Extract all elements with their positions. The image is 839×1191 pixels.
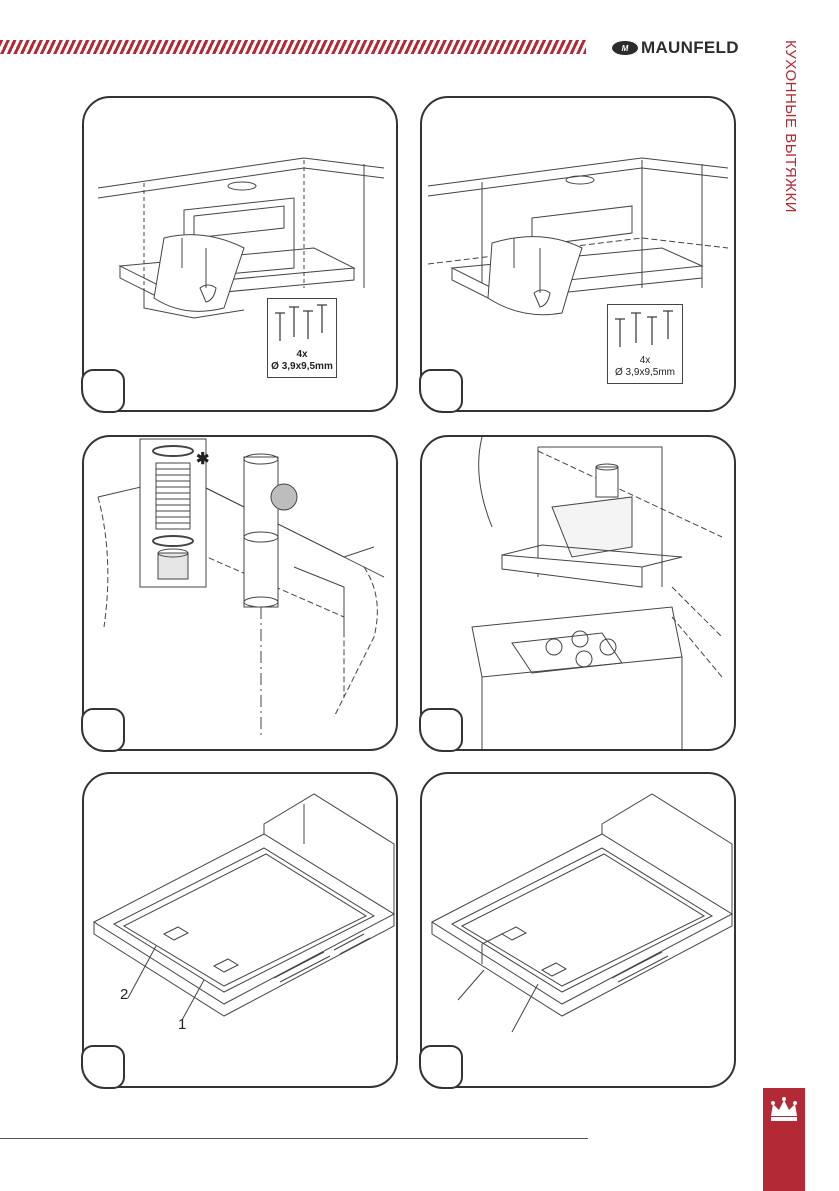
screw-quantity: 4x <box>296 349 308 360</box>
header-hatch-bar <box>0 40 586 54</box>
screws-box-1: 4x Ø 3,9x9,5mm <box>267 298 337 378</box>
brand-mark-icon: M <box>612 41 638 55</box>
screw-quantity: 4x <box>639 355 651 366</box>
note-symbol: ✱ <box>196 451 210 468</box>
panel-installation-2: 4x Ø 3,9x9,5mm <box>419 96 736 413</box>
panel-duct-connection: ✱ <box>81 435 398 752</box>
illustration-installation-2 <box>427 157 729 316</box>
panel-filter-removal: 2 1 <box>81 772 398 1089</box>
screw-icon <box>615 310 673 347</box>
crown-icon <box>771 1097 797 1121</box>
section-title-vertical: КУХОННЫЕ ВЫТЯЖКИ <box>782 40 799 214</box>
illustration-duct-connection <box>97 438 385 737</box>
callout-label-1: 1 <box>178 1016 187 1033</box>
screw-spec: Ø 3,9x9,5mm <box>614 367 676 378</box>
brand-name: MAUNFELD <box>641 38 739 57</box>
step-marker <box>81 1045 125 1089</box>
step-marker <box>81 708 125 752</box>
step-marker <box>419 1045 463 1089</box>
footer-rule <box>0 1138 588 1139</box>
step-marker <box>81 369 125 413</box>
step-marker <box>419 369 463 413</box>
illustration-filter-installation <box>430 793 734 1033</box>
screws-box-2: 4x Ø 3,9x9,5mm <box>607 304 683 384</box>
panel-filter-installation <box>419 772 736 1089</box>
step-marker <box>419 708 463 752</box>
illustration-filter-removal <box>92 793 396 1021</box>
illustration-kitchen-scene <box>471 437 723 749</box>
screw-icon <box>275 304 327 341</box>
callout-label-2: 2 <box>120 986 129 1003</box>
page-badge <box>763 1088 805 1191</box>
panel-installation-1: 4x Ø 3,9x9,5mm <box>81 96 398 413</box>
screw-spec: Ø 3,9x9,5mm <box>271 361 333 372</box>
panel-kitchen-scene <box>419 435 736 752</box>
brand-logo: M MAUNFELD <box>612 38 739 58</box>
illustration-installation-1 <box>97 157 385 319</box>
